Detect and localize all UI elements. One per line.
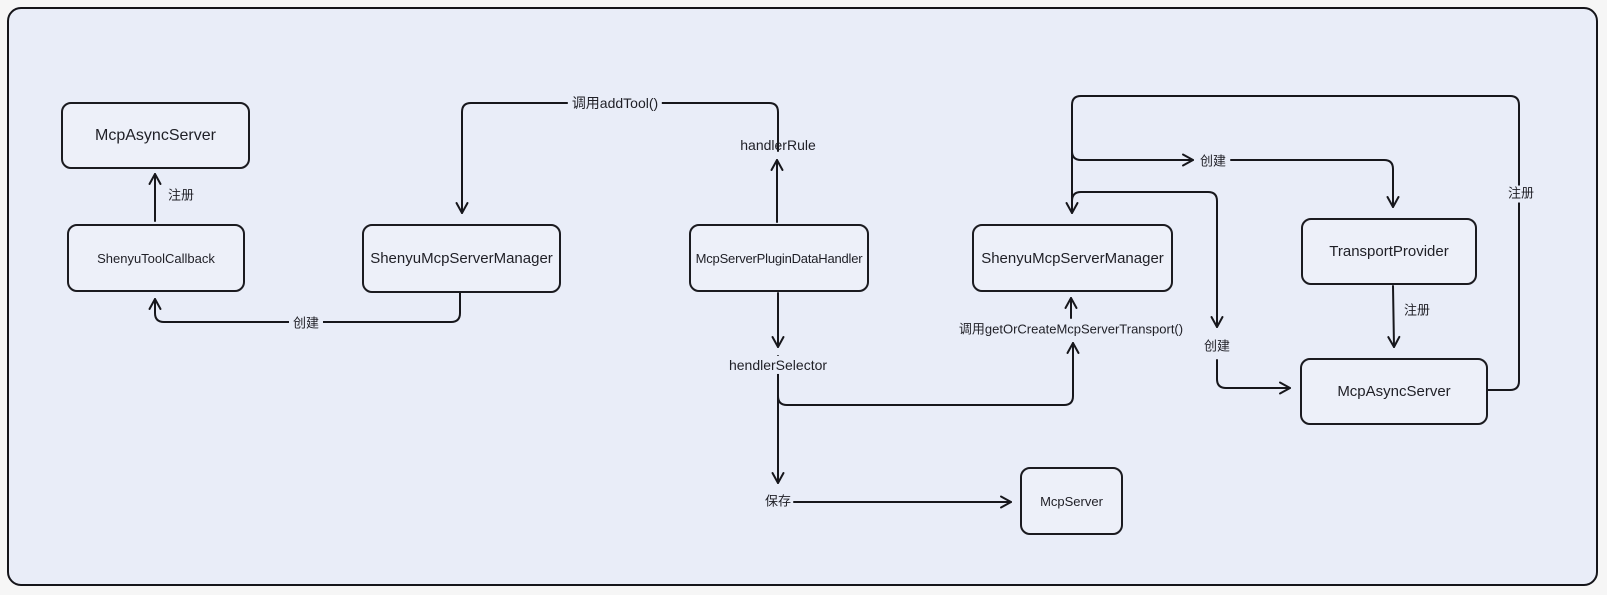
edge-label-create-top-right: 创建 (1199, 153, 1227, 169)
node-label: McpAsyncServer (1337, 383, 1451, 400)
edge-label-register-transport: 注册 (1403, 302, 1431, 318)
edge-label-register-left: 注册 (167, 187, 195, 203)
edge-create-transport-a (1071, 150, 1194, 167)
node-label: ShenyuToolCallback (97, 250, 215, 266)
edge-label-create-left: 创建 (288, 315, 324, 333)
node-label: ShenyuMcpServerManager (981, 249, 1164, 267)
node-mcp-async-server-left: McpAsyncServer (61, 102, 250, 169)
edge-label-create-mid-right: 创建 (1203, 338, 1231, 354)
edge-create-transport-b (1230, 159, 1400, 208)
node-shenyu-tool-callback: ShenyuToolCallback (67, 224, 245, 292)
node-label: McpAsyncServer (95, 126, 216, 144)
node-transport-provider: TransportProvider (1301, 218, 1477, 285)
node-mcp-async-server-right: McpAsyncServer (1300, 358, 1488, 425)
node-label: McpServerPluginDataHandler (695, 250, 863, 266)
edge-label-register-far-right: 注册 (1503, 185, 1539, 203)
edge-label-call-get-or-create: 调用getOrCreateMcpServerTransport() (958, 321, 1184, 337)
edge-register-transport (1387, 285, 1401, 348)
node-label: McpServer (1040, 493, 1103, 509)
edge-create-async-b (1216, 359, 1291, 395)
node-shenyu-mcp-server-manager-right: ShenyuMcpServerManager (972, 224, 1173, 292)
diagram-canvas (7, 7, 1598, 586)
edge-label-call-addtool: 调用addTool() (567, 93, 663, 113)
edge-register-loop (1065, 95, 1520, 391)
edge-call-addtool (455, 102, 779, 214)
edge-label-save: 保存 (764, 493, 792, 509)
node-shenyu-mcp-server-manager-left: ShenyuMcpServerManager (362, 224, 561, 293)
edge-selector-to-manager (777, 342, 1080, 406)
edge-label-handler-rule: handlerRule (740, 136, 816, 153)
node-label: ShenyuMcpServerManager (370, 250, 553, 267)
node-label: TransportProvider (1329, 243, 1449, 260)
edge-label-hendler-selector: hendlerSelector (724, 355, 832, 375)
edge-create-async-a (1071, 191, 1224, 328)
node-mcp-server-plugin-data-handler: McpServerPluginDataHandler (689, 224, 869, 292)
node-mcp-server: McpServer (1020, 467, 1123, 535)
